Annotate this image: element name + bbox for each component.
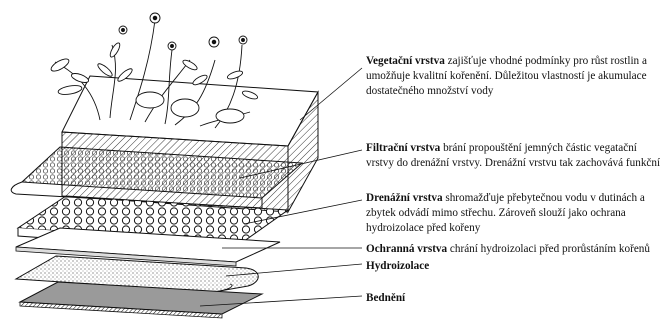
layer-description: chrání hydroizolaci před prorůstáním koř…: [447, 243, 650, 255]
layer-name: Bednění: [366, 292, 405, 304]
layer-name: Vegetační vrstva: [366, 55, 445, 67]
layer-name: Drenážní vrstva: [366, 192, 443, 204]
layer-name: Filtrační vrstva: [366, 142, 440, 154]
layer-name: Hydroizolace: [366, 260, 429, 272]
label-protective: Ochranná vrstva chrání hydroizolaci před…: [366, 242, 666, 257]
label-vegetation: Vegetační vrstva zajišťuje vhodné podmín…: [366, 54, 666, 99]
label-filter: Filtrační vrstva brání propouštění jemný…: [366, 141, 666, 171]
label-waterproofing: Hydroizolace: [366, 259, 666, 274]
label-formwork: Bednění: [366, 291, 666, 306]
layer-name: Ochranná vrstva: [366, 243, 447, 255]
label-drainage: Drenážní vrstva shromažďuje přebytečnou …: [366, 191, 666, 236]
